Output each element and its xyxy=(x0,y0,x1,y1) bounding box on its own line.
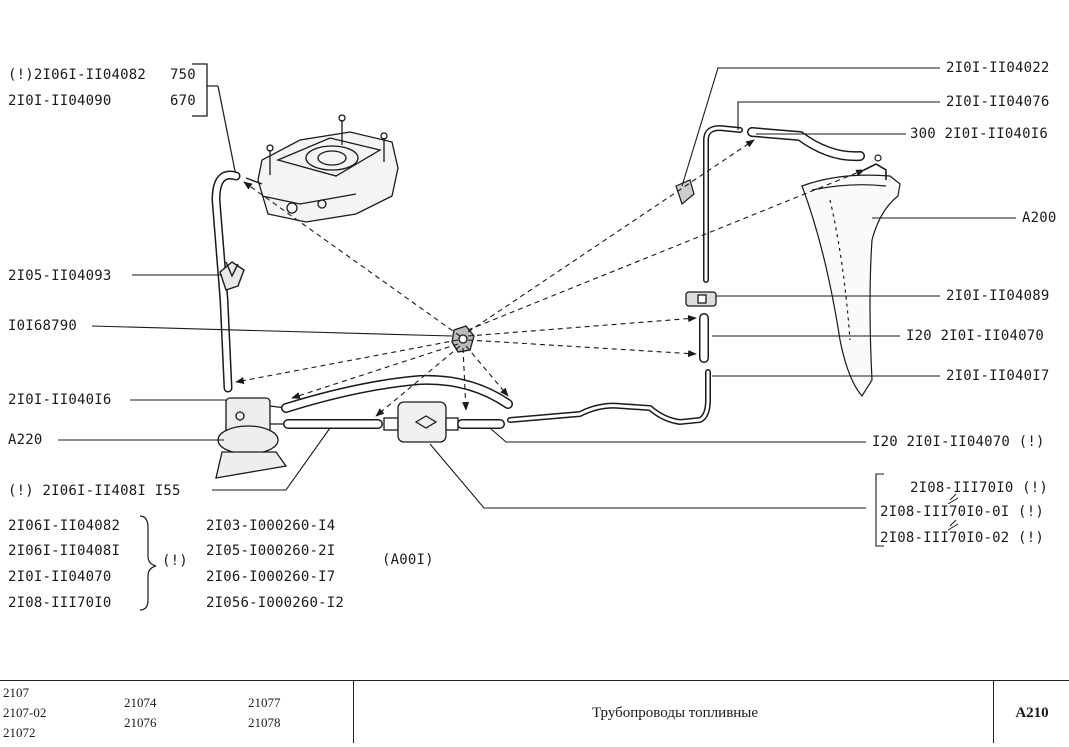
applic-right-0: 2I03-I000260-I4 xyxy=(206,518,336,534)
bracket-top-left xyxy=(192,63,208,117)
label-r-022: 2I0I-II04022 xyxy=(946,60,1050,76)
applic-right-2: 2I06-I000260-I7 xyxy=(206,569,336,585)
fuel-line-metal xyxy=(507,369,711,426)
model-21077: 21077 xyxy=(248,695,281,710)
sheet-title: Трубопроводы топливные xyxy=(591,705,759,721)
applic-left-3: 2I08-III70I0 xyxy=(8,595,112,611)
applic-right-1: 2I05-I000260-2I xyxy=(206,543,336,559)
model-2107-02: 2107-02 xyxy=(3,705,47,720)
tube-right-vertical xyxy=(703,124,743,283)
central-clamp xyxy=(451,325,475,353)
brace-applicability xyxy=(139,515,157,611)
applic-left-1: 2I06I-II0408I xyxy=(8,543,121,559)
label-r-089: 2I0I-II04089 xyxy=(946,288,1050,304)
applic-mark: (!) xyxy=(162,553,188,569)
dashed-leaders xyxy=(235,139,865,417)
label-r-070a: I20 2I0I-II04070 xyxy=(906,328,1045,344)
model-21074: 21074 xyxy=(124,695,157,710)
strike-marks xyxy=(947,493,959,531)
hose-clip xyxy=(219,261,245,291)
label-tl-code-b: 2I0I-II04090 xyxy=(8,93,112,109)
fuel-lines-diagram xyxy=(58,63,1016,611)
label-10168790: I0I68790 xyxy=(8,318,78,334)
label-r-filter-2: 2I08-III70I0-0I (!) xyxy=(880,504,1044,520)
label-tl-len-b: 670 xyxy=(170,93,196,109)
label-2101-016: 2I0I-II040I6 xyxy=(8,392,112,408)
title-block: 2107 2107-02 21072 21074 21076 21077 210… xyxy=(0,680,1069,747)
sheet-code: A210 xyxy=(1015,705,1049,721)
label-r-017: 2I0I-II040I7 xyxy=(946,368,1050,384)
label-tl-len-a: 750 xyxy=(170,67,196,83)
grommet xyxy=(685,291,717,307)
applic-left-0: 2I06I-II04082 xyxy=(8,518,121,534)
fuel-tank xyxy=(801,154,901,398)
label-r-a200: A200 xyxy=(1022,210,1057,226)
title-divider-right xyxy=(993,681,994,743)
label-r-filter-1: 2I08-III70I0 (!) xyxy=(910,480,1049,496)
model-21076: 21076 xyxy=(124,715,157,730)
fuel-filter xyxy=(383,401,459,443)
applic-right-3: 2I056-I000260-I2 xyxy=(206,595,345,611)
title-divider-left xyxy=(353,681,354,743)
carburetor xyxy=(245,114,399,223)
label-r-016: 300 2I0I-II040I6 xyxy=(910,126,1049,142)
label-tl-code-a: (!)2I06I-II04082 xyxy=(8,67,147,83)
label-2105-clip: 2I05-II04093 xyxy=(8,268,112,284)
label-r-070b: I20 2I0I-II04070 (!) xyxy=(872,434,1045,450)
clip-022 xyxy=(675,179,695,206)
applic-note: (A00I) xyxy=(382,552,434,568)
solid-leaders-right xyxy=(429,67,1016,547)
model-2107: 2107 xyxy=(3,685,29,700)
label-r-filter-3: 2I08-III70I0-02 (!) xyxy=(880,530,1044,546)
solid-leaders-left xyxy=(58,274,453,491)
label-r-076: 2I0I-II04076 xyxy=(946,94,1050,110)
applic-left-2: 2I0I-II04070 xyxy=(8,569,112,585)
model-21072: 21072 xyxy=(3,725,36,740)
fuel-pump xyxy=(215,397,288,479)
model-21078: 21078 xyxy=(248,715,281,730)
label-2106-081: (!) 2I06I-II408I I55 xyxy=(8,483,181,499)
label-a220: A220 xyxy=(8,432,43,448)
